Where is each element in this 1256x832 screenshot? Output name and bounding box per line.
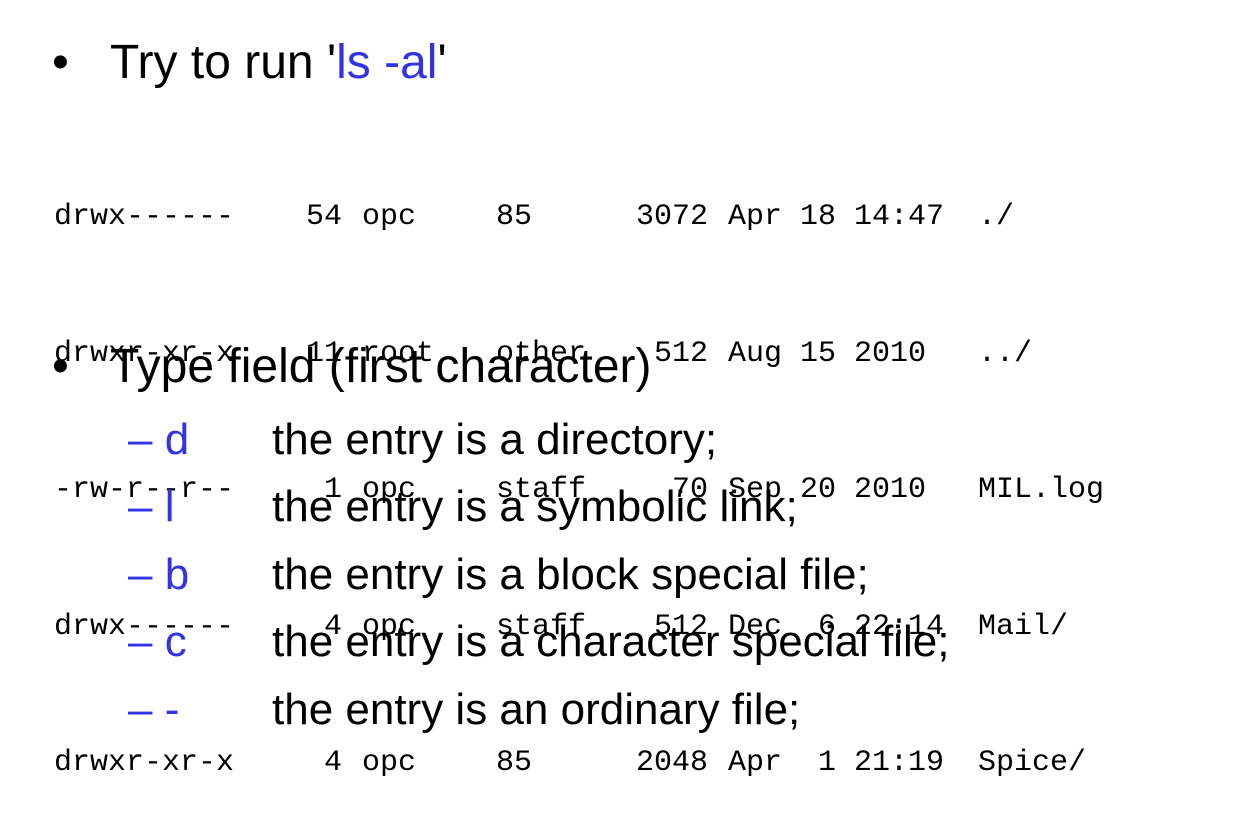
links-cell: 54 [305,200,342,234]
owner-cell: opc [362,473,417,507]
date-cell: Apr 1 21:19 [728,746,945,780]
size-cell: 512 [653,609,708,644]
perm-cell: drwx------ [54,200,235,234]
perm-cell: drwxr-xr-x [54,746,235,780]
perm-cell: drwxr-xr-x [54,336,235,371]
links-cell: 1 [323,473,342,507]
type-field-title: Type field (first character) [110,340,652,393]
listing-row: drwx------ 54 opc 85 3072 Apr 18 14:47 ./ [54,195,1104,241]
links-cell: 4 [323,609,342,644]
type-code: – d [128,415,190,464]
heading-prefix: Try to run ' [110,36,337,89]
name-cell: Spice/ [978,746,1087,780]
type-desc: the entry is a character special file; [272,617,950,666]
date-cell: Aug 15 2010 [728,336,927,371]
size-cell: 512 [653,336,708,371]
type-field-bullet-line: • Type field (first character) [52,338,652,396]
size-cell: 3072 [635,200,708,234]
type-desc: the entry is an ordinary file; [272,685,801,734]
links-cell: 4 [323,746,342,780]
perm-cell: -rw-r--r-- [54,473,235,507]
listing-row: drwx------ 4 opc staff 512 Dec 6 22:14 Mail/ [54,605,1104,651]
listing-row: drwxr-xr-x 4 opc 85 2048 Apr 1 21:19 Spice/ [54,741,1104,787]
listing-row: drwxr-xr-x 11 root other 512 Aug 15 2010 ../ [54,332,1104,378]
type-item: – c the entry is a character special file… [128,616,949,668]
type-code: – c [128,617,187,666]
owner-cell: opc [362,746,417,780]
links-cell: 11 [305,336,342,371]
name-cell: ../ [978,336,1033,371]
type-code: – - [128,685,180,734]
type-desc: the entry is a symbolic link; [272,482,798,531]
type-item: – d the entry is a directory; [128,414,717,466]
owner-cell: opc [362,200,417,234]
type-item: – l the entry is a symbolic link; [128,481,798,533]
name-cell: Mail/ [978,609,1069,644]
group-cell: 85 [496,200,533,234]
group-cell: staff [496,473,587,507]
group-cell: other [496,336,587,371]
date-cell: Apr 18 14:47 [728,200,945,234]
name-cell: ./ [978,200,1015,234]
owner-cell: opc [362,609,417,644]
name-cell: MIL.log [978,473,1105,507]
type-item: – b the entry is a block special file; [128,549,869,601]
heading-suffix: ' [437,36,447,89]
bullet-dot: • [52,36,69,89]
type-code: – l [128,482,175,531]
listing-row: -rw-r--r-- 1 opc staff 70 Sep 20 2010 MIL.log [54,468,1104,514]
type-desc: the entry is a block special file; [272,550,869,599]
date-cell: Dec 6 22:14 [728,609,945,644]
size-cell: 70 [671,473,708,507]
date-cell: Sep 20 2010 [728,473,927,507]
type-code: – b [128,550,190,599]
bullet-dot: • [52,340,69,393]
type-desc: the entry is a directory; [272,415,718,464]
perm-cell: drwx------ [54,609,235,644]
group-cell: staff [496,609,587,644]
group-cell: 85 [496,746,533,780]
type-item: – - the entry is an ordinary file; [128,684,800,736]
size-cell: 2048 [635,746,708,780]
owner-cell: root [362,336,435,371]
heading-bullet-line: • Try to run 'ls -al' [52,34,447,92]
heading-command: ls -al [336,36,438,89]
